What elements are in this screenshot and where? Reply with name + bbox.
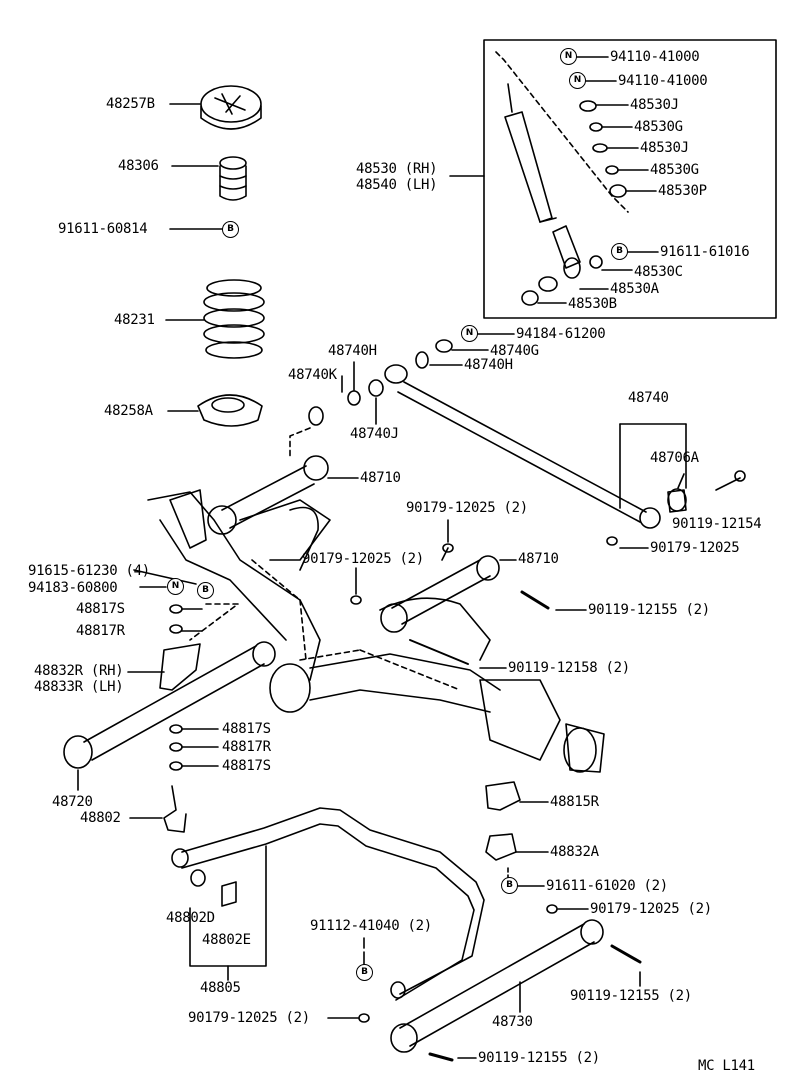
label-94110-41000: 94110-41000 xyxy=(618,73,708,89)
label-48815R: 48815R xyxy=(550,794,599,810)
label-48306: 48306 xyxy=(118,158,159,174)
shock-absorber xyxy=(495,51,629,306)
label-48805: 48805 xyxy=(200,980,241,996)
label-48530J: 48530J xyxy=(640,140,689,156)
shock-absorber-box xyxy=(483,39,777,319)
label-91615-61230: 91615-61230 (4) xyxy=(28,563,150,579)
label-48706A: 48706A xyxy=(650,450,699,466)
label-48740G: 48740G xyxy=(490,343,539,359)
label-48802D: 48802D xyxy=(166,910,215,926)
symbol-b-icon: B xyxy=(611,243,628,260)
symbol-b-icon: B xyxy=(222,221,239,238)
label-48740K: 48740K xyxy=(288,367,337,383)
lower-control-arm-left xyxy=(63,641,276,769)
label-90119-12155-2: 90119-12155 (2) xyxy=(478,1050,600,1066)
label-48740: 48740 xyxy=(628,390,669,406)
label-48530G: 48530G xyxy=(634,119,683,135)
label-48710: 48710 xyxy=(518,551,559,567)
label-90179-12025-2: 90179-12025 (2) xyxy=(188,1010,310,1026)
label-48257B: 48257B xyxy=(106,96,155,112)
label-48817R: 48817R xyxy=(222,739,271,755)
symbol-n-icon: N xyxy=(560,48,577,65)
label-48530J: 48530J xyxy=(630,97,679,113)
upper-control-arm-left xyxy=(207,455,329,535)
label-48817R: 48817R xyxy=(76,623,125,639)
label-48710: 48710 xyxy=(360,470,401,486)
label-48833R-lh: 48833R (LH) xyxy=(34,679,124,695)
label-91611-61020-2: 91611-61020 (2) xyxy=(546,878,668,894)
label-94184-61200: 94184-61200 xyxy=(516,326,606,342)
label-91112-41040-2: 91112-41040 (2) xyxy=(310,918,432,934)
label-90179-12025: 90179-12025 xyxy=(650,540,740,556)
label-48530G: 48530G xyxy=(650,162,699,178)
bumper-48257B xyxy=(200,85,262,130)
label-48258A: 48258A xyxy=(104,403,153,419)
footer-code: MC L141 xyxy=(698,1058,755,1074)
label-48817S: 48817S xyxy=(222,758,271,774)
label-94110-41000: 94110-41000 xyxy=(610,49,700,65)
lower-control-arm-right xyxy=(390,919,604,1053)
label-48817S: 48817S xyxy=(76,601,125,617)
axle-housing xyxy=(147,489,605,773)
label-90119-12158-2: 90119-12158 (2) xyxy=(508,660,630,676)
label-91611-61016: 91611-61016 xyxy=(660,244,750,260)
symbol-n-icon: N xyxy=(461,325,478,342)
label-90119-12154: 90119-12154 xyxy=(672,516,762,532)
label-48720: 48720 xyxy=(52,794,93,810)
label-48832R-rh: 48832R (RH) xyxy=(34,663,124,679)
label-48817S: 48817S xyxy=(222,721,271,737)
label-48530C: 48530C xyxy=(634,264,683,280)
label-90179-12025-2: 90179-12025 (2) xyxy=(590,901,712,917)
bumper-48306 xyxy=(219,156,247,201)
label-90179-12025-2: 90179-12025 (2) xyxy=(406,500,528,516)
label-94183-60800: 94183-60800 xyxy=(28,580,118,596)
label-48740H: 48740H xyxy=(328,343,377,359)
label-48530-rh: 48530 (RH) xyxy=(356,161,438,177)
label-48740H: 48740H xyxy=(464,357,513,373)
label-48802: 48802 xyxy=(80,810,121,826)
label-48530P: 48530P xyxy=(658,183,707,199)
label-48540-lh: 48540 (LH) xyxy=(356,177,438,193)
label-48740J: 48740J xyxy=(350,426,399,442)
symbol-b-icon: B xyxy=(501,877,518,894)
symbol-n-icon: N xyxy=(167,578,184,595)
label-48530A: 48530A xyxy=(610,281,659,297)
label-48730: 48730 xyxy=(492,1014,533,1030)
label-90179-12025-2: 90179-12025 (2) xyxy=(302,551,424,567)
spring-seat-48258A xyxy=(197,394,263,427)
symbol-b-icon: B xyxy=(197,582,214,599)
stabilizer-bar xyxy=(171,807,485,1001)
lateral-rod xyxy=(384,364,746,529)
label-48530B: 48530B xyxy=(568,296,617,312)
symbol-b-icon: B xyxy=(356,964,373,981)
label-48802E: 48802E xyxy=(202,932,251,948)
label-90119-12155-2: 90119-12155 (2) xyxy=(570,988,692,1004)
label-90119-12155-2: 90119-12155 (2) xyxy=(588,602,710,618)
upper-control-arm-right xyxy=(380,555,500,633)
label-48231: 48231 xyxy=(114,312,155,328)
label-48832A: 48832A xyxy=(550,844,599,860)
coil-spring xyxy=(203,279,265,359)
label-91611-60814: 91611-60814 xyxy=(58,221,148,237)
symbol-n-icon: N xyxy=(569,72,586,89)
